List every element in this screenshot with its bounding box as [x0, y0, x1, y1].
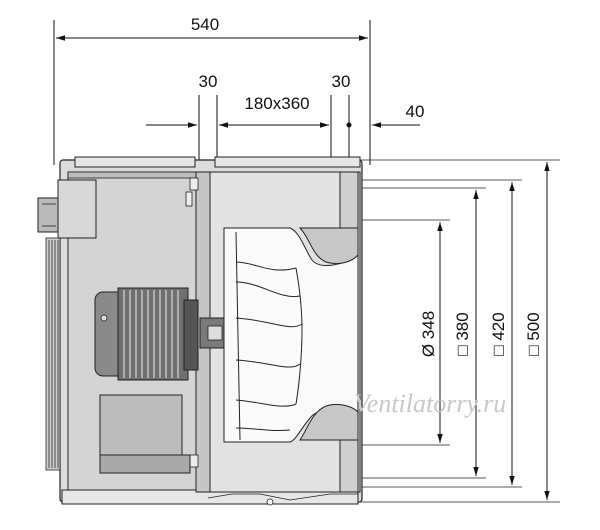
capacitor-box [99, 394, 191, 474]
dim-diameter-label: Ø 348 [419, 311, 438, 357]
watermark: Ventilatorry.ru [354, 389, 506, 418]
dim-outlet-label: 180x360 [244, 94, 309, 113]
dim-30-right-label: 30 [332, 72, 351, 91]
dimension-overall-width: 540 [53, 15, 371, 165]
dimension-outlet-row: 30 180x360 30 40 [146, 72, 424, 165]
dim-420-label: □ 420 [489, 312, 508, 355]
dim-40-label: 40 [406, 102, 425, 121]
dim-500-label: □ 500 [524, 312, 543, 355]
dim-540-label: 540 [191, 15, 219, 34]
impeller [223, 227, 359, 443]
dimension-vertical-right: Ø 348 □ 380 □ 420 □ 500 [360, 159, 560, 503]
ribbed-side-panel [45, 237, 61, 471]
dim-30-left-label: 30 [199, 72, 218, 91]
dim-380-label: □ 380 [453, 312, 472, 355]
terminal-box [37, 179, 97, 239]
motor [94, 287, 199, 381]
